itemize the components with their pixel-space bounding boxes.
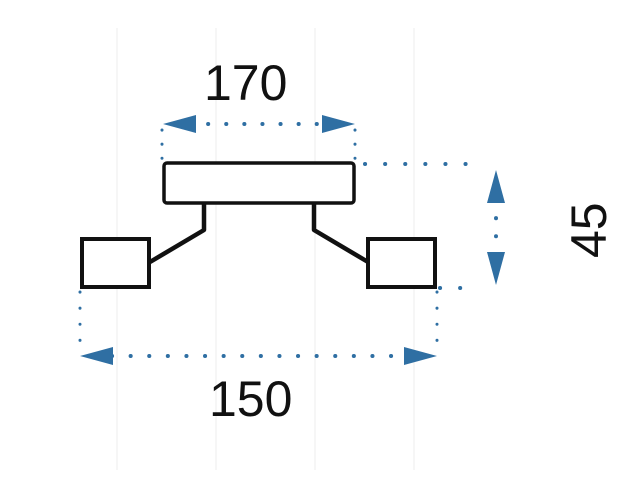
top-width-label: 170 bbox=[204, 55, 288, 111]
right-arm bbox=[311, 203, 370, 264]
height-arrow-down bbox=[487, 252, 505, 285]
top-dimension-line bbox=[160, 115, 357, 167]
height-arrow-up bbox=[487, 170, 505, 203]
bottom-width-label: 150 bbox=[209, 371, 293, 427]
height-dimension-line bbox=[363, 162, 505, 290]
top-arrow-left bbox=[163, 115, 196, 133]
left-spotlight bbox=[80, 237, 151, 289]
bottom-arrow-right bbox=[404, 347, 437, 365]
lamp-dimension-diagram: 170 150 45 bbox=[78, 28, 617, 470]
top-arrow-right bbox=[322, 115, 355, 133]
bottom-arrow-left bbox=[80, 347, 113, 365]
left-arm bbox=[148, 203, 207, 264]
height-label: 45 bbox=[561, 202, 617, 258]
ceiling-base-plate bbox=[162, 161, 356, 205]
bottom-dimension-line bbox=[78, 290, 439, 365]
right-spotlight bbox=[366, 237, 437, 289]
diagram-canvas bbox=[78, 28, 505, 470]
